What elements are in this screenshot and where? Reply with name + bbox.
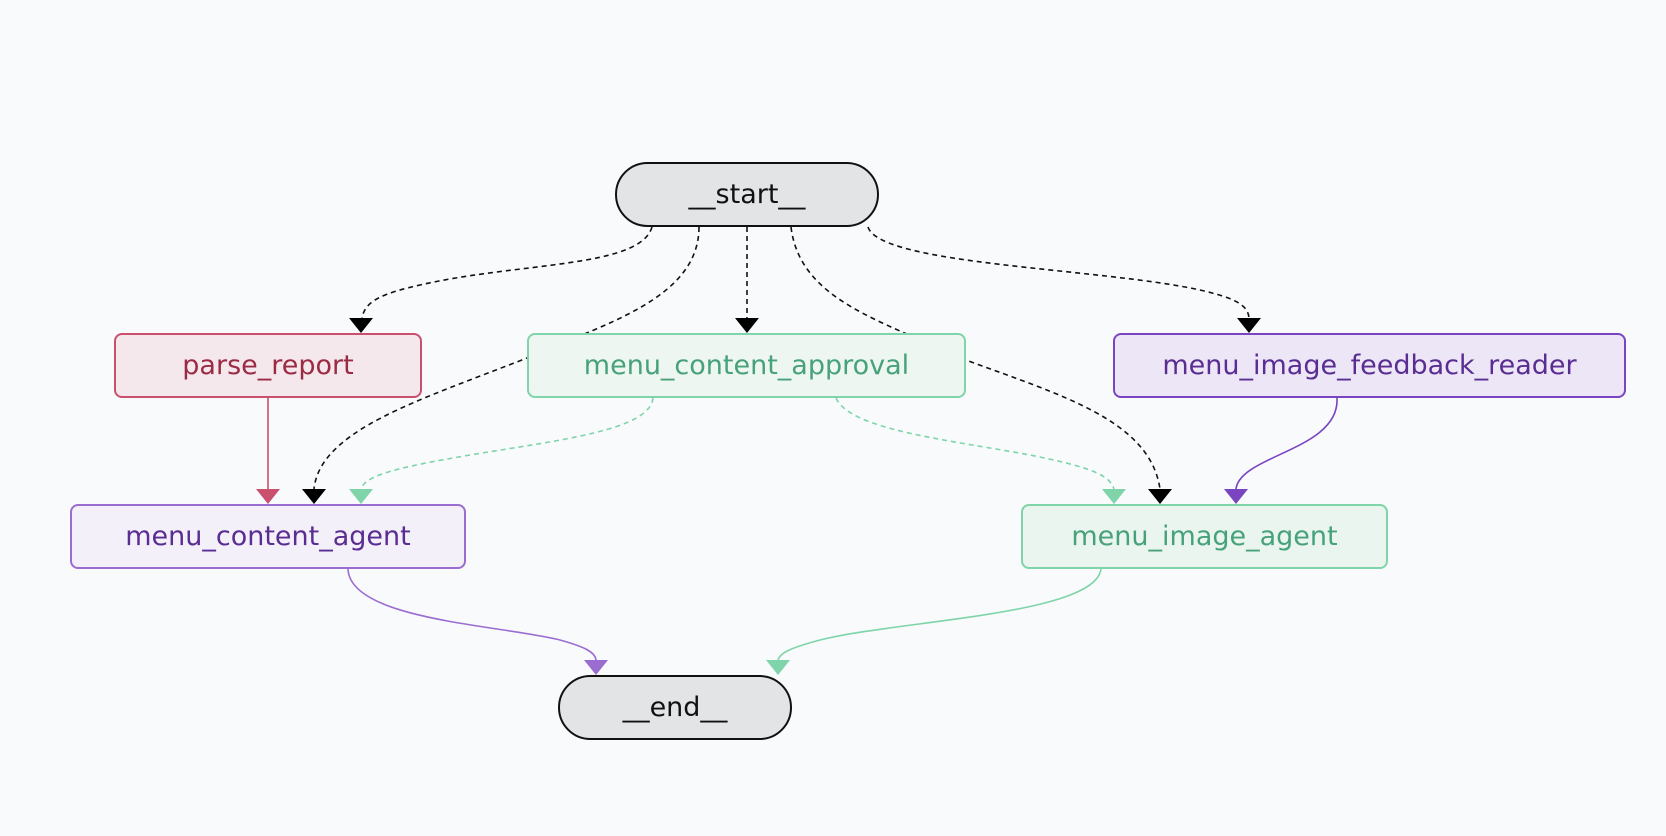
menu-image-agent-label: menu_image_agent	[1071, 521, 1338, 552]
parse-report-node[interactable]: parse_report	[114, 333, 422, 398]
arrowhead-end-content	[584, 660, 608, 675]
arrowhead-menu-image-agent-start	[1148, 489, 1172, 504]
arrowhead-menu-content-agent-parse	[256, 489, 280, 504]
menu-content-approval-label: menu_content_approval	[583, 350, 910, 381]
arrowhead-menu-content-agent-approval	[349, 489, 373, 504]
menu-content-agent-node[interactable]: menu_content_agent	[70, 504, 466, 569]
menu-image-feedback-reader-label: menu_image_feedback_reader	[1162, 350, 1577, 381]
start-node-label: __start__	[688, 179, 806, 210]
arrowhead-end-image	[766, 660, 790, 675]
edge-menu-image-agent-to-end	[777, 568, 1102, 661]
menu-content-approval-node[interactable]: menu_content_approval	[527, 333, 966, 398]
edge-start-to-menu-image-feedback-reader	[867, 226, 1250, 319]
arrowhead-menu-image-agent-approval	[1102, 489, 1126, 504]
edge-start-to-menu-content-agent	[313, 226, 700, 490]
edge-menu-content-agent-to-end	[347, 568, 597, 661]
arrowhead-parse-report	[349, 318, 373, 333]
edge-start-to-parse-report	[361, 226, 653, 319]
arrowhead-menu-content-agent-start	[302, 489, 326, 504]
edge-feedback-reader-to-menu-image-agent	[1235, 397, 1338, 490]
end-node-label: __end__	[622, 692, 728, 723]
menu-content-agent-label: menu_content_agent	[125, 521, 411, 552]
start-node[interactable]: __start__	[615, 162, 879, 227]
menu-image-feedback-reader-node[interactable]: menu_image_feedback_reader	[1113, 333, 1626, 398]
edge-approval-to-menu-image-agent	[835, 397, 1115, 490]
edge-start-to-menu-image-agent	[790, 226, 1161, 490]
parse-report-label: parse_report	[182, 350, 354, 381]
arrowhead-menu-content-approval	[735, 318, 759, 333]
arrowhead-menu-image-agent-feedback	[1224, 489, 1248, 504]
end-node[interactable]: __end__	[558, 675, 792, 740]
menu-image-agent-node[interactable]: menu_image_agent	[1021, 504, 1388, 569]
arrowhead-menu-image-feedback-reader	[1237, 318, 1261, 333]
edge-approval-to-menu-content-agent	[360, 397, 654, 490]
